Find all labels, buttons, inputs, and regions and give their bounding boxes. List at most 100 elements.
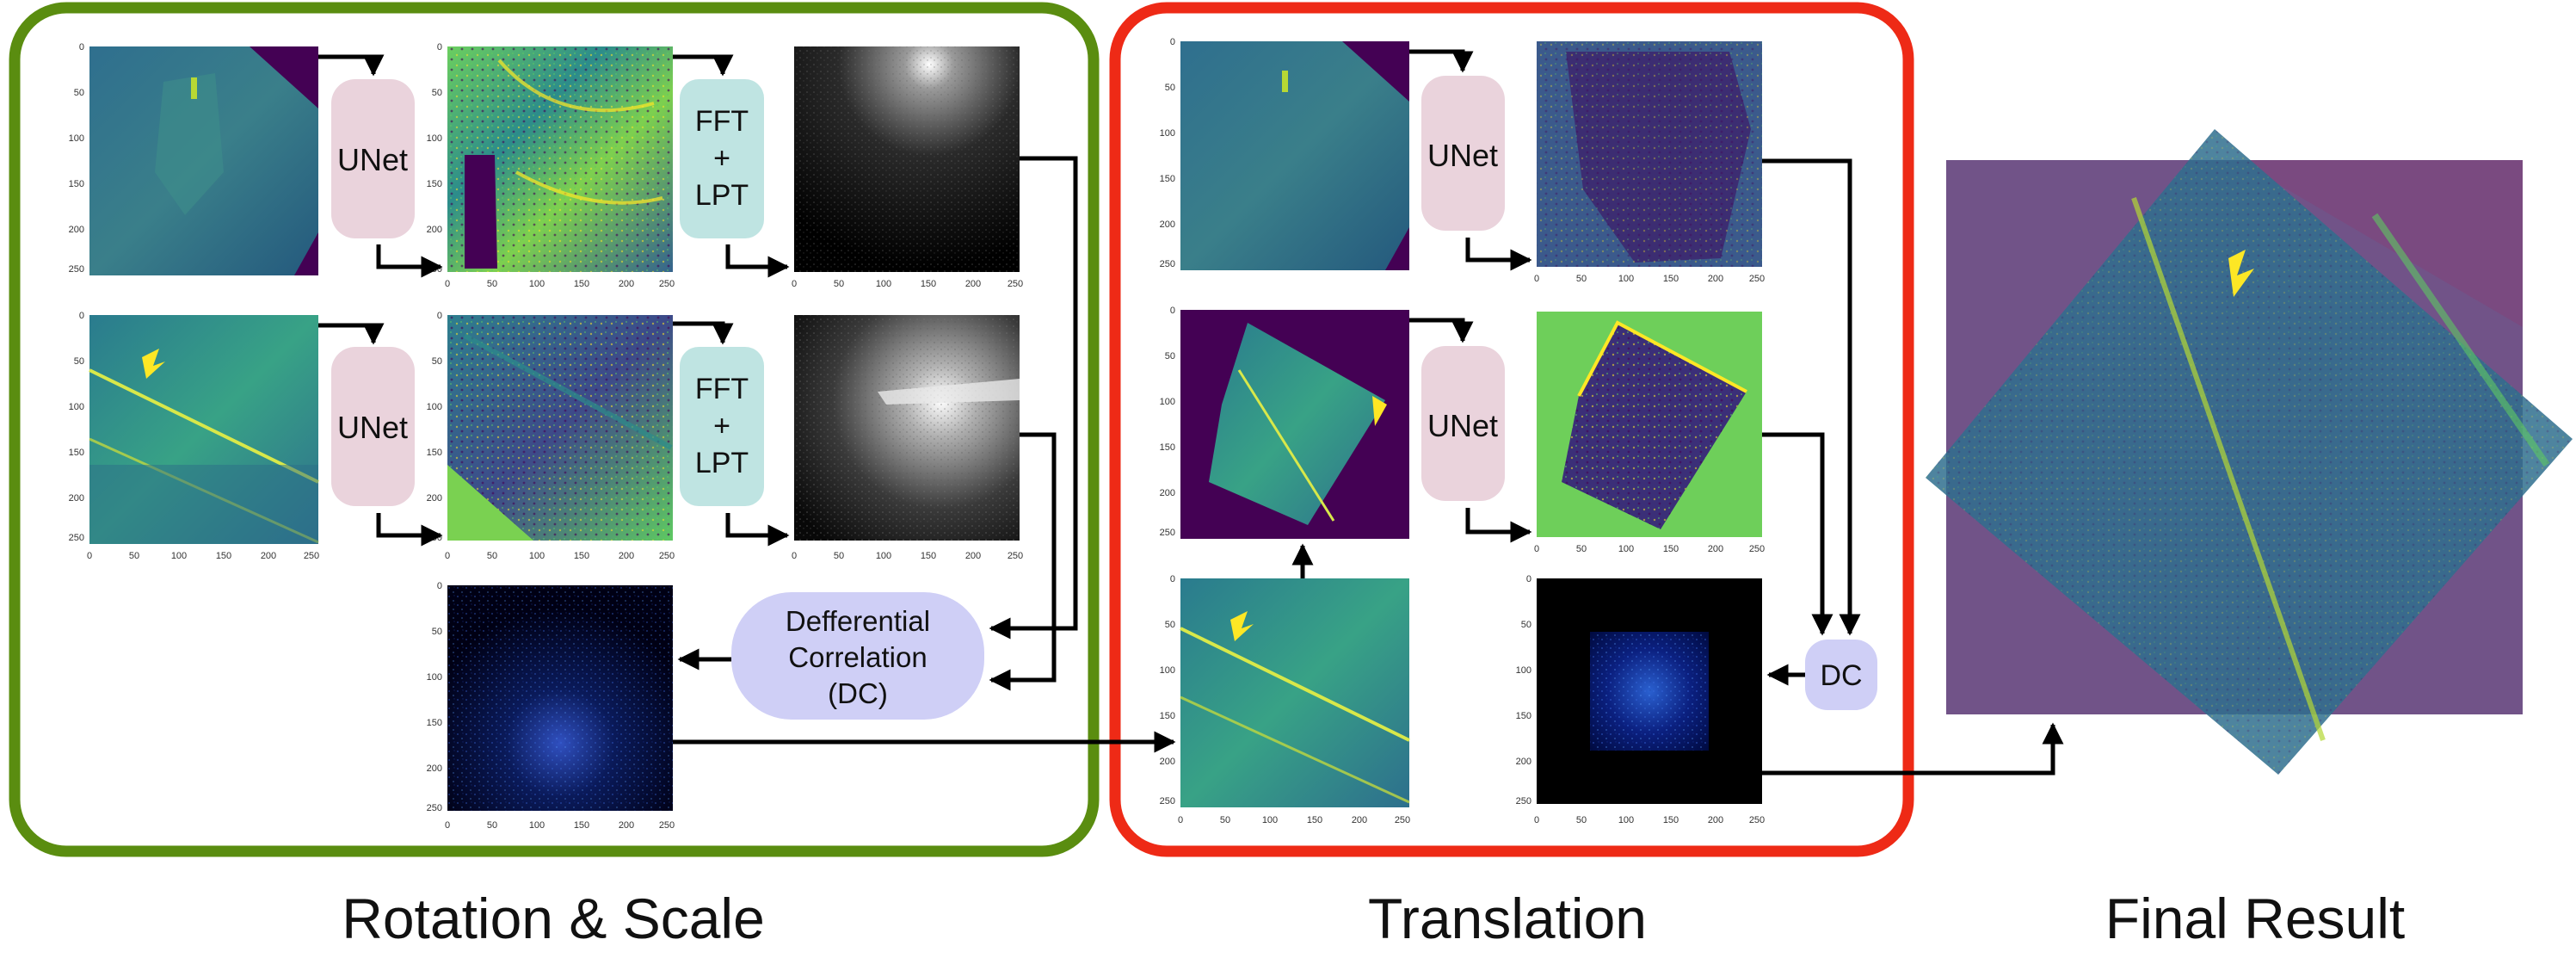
rotation-scale-frame	[9, 2, 1100, 857]
svg-text:150: 150	[427, 179, 442, 189]
svg-text:150: 150	[1307, 815, 1322, 825]
svg-text:100: 100	[171, 551, 187, 561]
axes-ticks: 0 50 100 150 200 250	[1160, 37, 1175, 269]
svg-text:250: 250	[659, 820, 675, 831]
fft-lpt-block-1	[680, 79, 764, 238]
lpt-label-1: LPT	[695, 179, 749, 212]
svg-text:0: 0	[1178, 815, 1183, 825]
svg-text:150: 150	[921, 279, 936, 289]
svg-text:0: 0	[1526, 574, 1531, 584]
svg-text:0: 0	[792, 551, 797, 561]
axes-ticks: 0 50 100 150 200 250	[1534, 544, 1765, 554]
translation-feature-1: 0 50 100 150 200 250	[1534, 41, 1765, 284]
svg-text:0: 0	[1170, 306, 1175, 316]
svg-text:100: 100	[529, 820, 545, 831]
svg-text:0: 0	[1534, 274, 1539, 284]
svg-text:200: 200	[619, 820, 634, 831]
svg-text:250: 250	[1749, 815, 1765, 825]
svg-text:0: 0	[79, 311, 84, 321]
translation-input-2: 0 50 100 150 200 250 0 50 100 150 200 25…	[1160, 574, 1411, 825]
svg-text:150: 150	[574, 820, 589, 831]
feature-map-1: 0 50 100 150 200 250 0 50 100 150 200 25…	[427, 42, 675, 289]
correlation-map-rotation: 0 50 100 150 200 250 0 50 100 150 200 25…	[427, 581, 675, 831]
axes-ticks: 0 50 100 150 200 250	[792, 279, 1023, 289]
svg-text:200: 200	[965, 279, 981, 289]
translation-title: Translation	[1368, 887, 1647, 950]
dc-small-label: DC	[1820, 659, 1862, 692]
svg-text:50: 50	[432, 627, 442, 637]
svg-text:50: 50	[74, 88, 84, 98]
svg-text:50: 50	[432, 356, 442, 367]
svg-text:250: 250	[659, 551, 675, 561]
svg-text:0: 0	[792, 279, 797, 289]
svg-text:250: 250	[659, 279, 675, 289]
translation-feature-2: 0 50 100 150 200 250	[1534, 312, 1765, 554]
svg-text:200: 200	[1516, 757, 1531, 767]
svg-text:200: 200	[965, 551, 981, 561]
svg-text:150: 150	[1663, 274, 1679, 284]
fft-label-1: FFT	[695, 105, 749, 138]
svg-text:150: 150	[574, 551, 589, 561]
svg-text:50: 50	[487, 820, 497, 831]
svg-text:100: 100	[427, 672, 442, 683]
final-result-title: Final Result	[2105, 887, 2405, 950]
svg-text:100: 100	[427, 133, 442, 144]
svg-text:100: 100	[1618, 274, 1634, 284]
svg-text:100: 100	[427, 402, 442, 412]
axes-ticks: 0 50 100 150 200 250	[792, 551, 1023, 561]
input-image-1: 0 50 100 150 200 250	[69, 42, 318, 275]
svg-text:50: 50	[834, 551, 844, 561]
svg-text:50: 50	[1521, 620, 1531, 630]
svg-text:100: 100	[1160, 397, 1175, 407]
svg-text:150: 150	[69, 179, 84, 189]
unet-label-2: UNet	[337, 410, 408, 445]
svg-text:200: 200	[427, 225, 442, 235]
dc-label-line2: Correlation	[788, 641, 927, 673]
svg-text:0: 0	[79, 42, 84, 53]
connectors	[318, 49, 2064, 776]
svg-text:0: 0	[87, 551, 92, 561]
axes-ticks: 0 50 100 150 200 250	[1160, 306, 1175, 538]
fft-plus-1: +	[713, 142, 730, 175]
svg-text:200: 200	[1352, 815, 1367, 825]
axes-ticks: 0 50 100 150 200 250	[1534, 274, 1765, 284]
svg-text:100: 100	[69, 133, 84, 144]
svg-text:200: 200	[619, 551, 634, 561]
svg-text:200: 200	[1160, 488, 1175, 498]
svg-text:50: 50	[1220, 815, 1230, 825]
svg-text:250: 250	[1516, 796, 1531, 807]
fft-label-2: FFT	[695, 373, 749, 405]
fft-lpt-block-2	[680, 347, 764, 506]
dc-block-large	[731, 592, 984, 720]
svg-text:100: 100	[1618, 815, 1634, 825]
svg-text:50: 50	[1576, 544, 1587, 554]
dc-block-small	[1805, 640, 1877, 710]
svg-text:200: 200	[69, 493, 84, 504]
svg-text:50: 50	[1165, 83, 1175, 93]
svg-text:100: 100	[1160, 665, 1175, 676]
svg-text:100: 100	[69, 402, 84, 412]
translation-input-1: 0 50 100 150 200 250	[1160, 37, 1409, 270]
svg-text:250: 250	[427, 803, 442, 813]
svg-text:150: 150	[427, 718, 442, 728]
svg-text:50: 50	[1165, 620, 1175, 630]
svg-text:150: 150	[69, 448, 84, 458]
svg-text:0: 0	[445, 820, 450, 831]
svg-text:100: 100	[876, 551, 891, 561]
svg-text:100: 100	[529, 551, 545, 561]
feature-map-2: 0 50 100 150 200 250 0 50 100 150 200 25…	[427, 311, 675, 561]
dc-label-line1: Defferential	[786, 605, 930, 637]
svg-text:150: 150	[1160, 711, 1175, 721]
svg-text:200: 200	[1708, 544, 1723, 554]
axes-ticks: 0 50 100 150 200 250 0 50 100 150 200 25…	[427, 581, 675, 831]
svg-text:200: 200	[619, 279, 634, 289]
svg-text:250: 250	[1160, 796, 1175, 807]
svg-text:0: 0	[445, 551, 450, 561]
unet-block-3	[1421, 76, 1505, 231]
unet-block-1	[331, 79, 415, 238]
correlation-map-translation: 0 50 100 150 200 250 0 50 100 150 200 25…	[1516, 574, 1766, 825]
svg-text:0: 0	[1534, 815, 1539, 825]
svg-text:50: 50	[74, 356, 84, 367]
svg-text:200: 200	[69, 225, 84, 235]
